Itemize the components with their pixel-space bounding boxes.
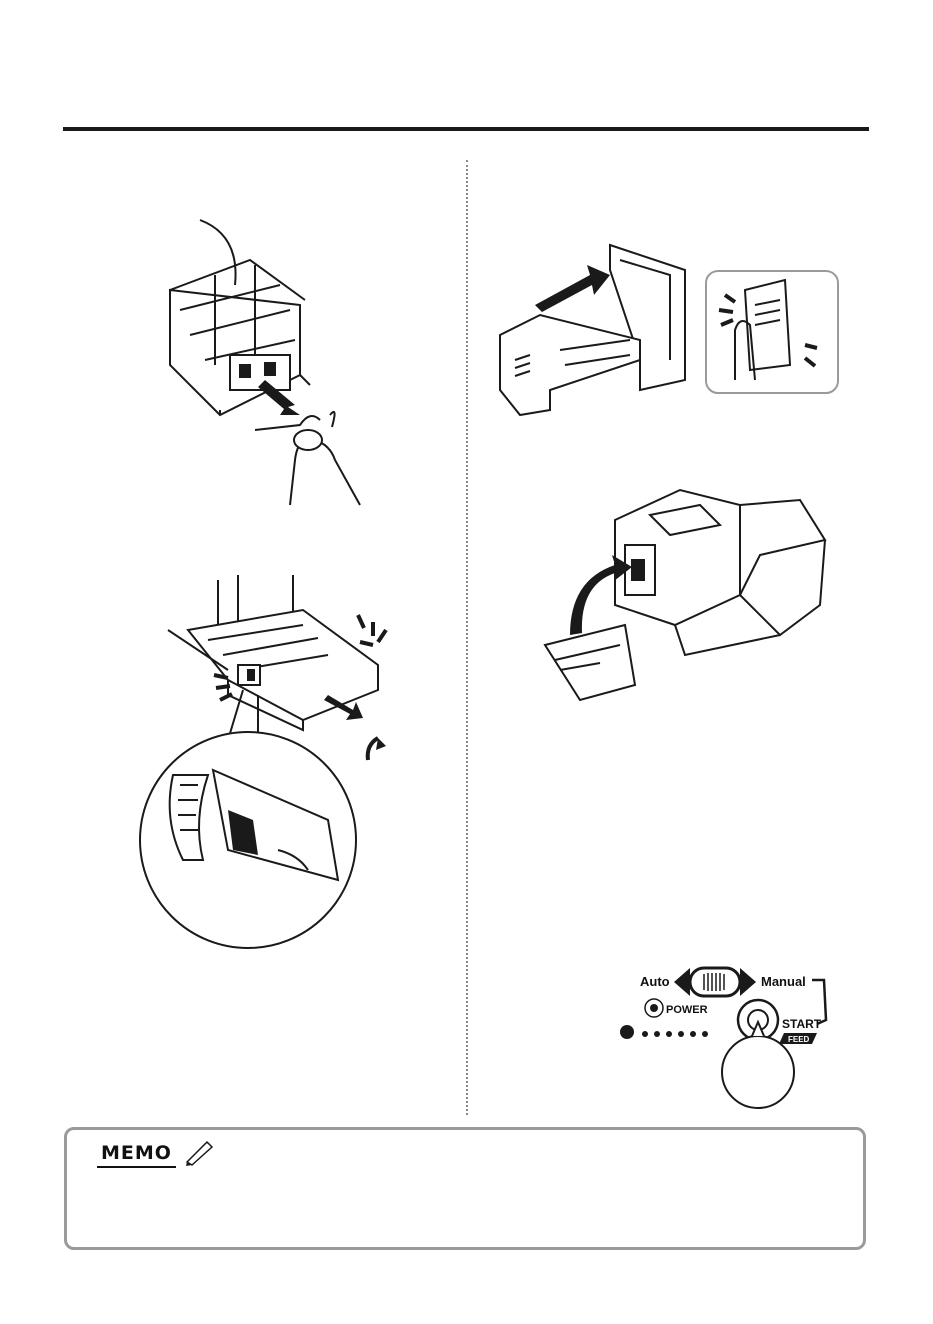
pen-icon <box>185 1140 215 1171</box>
figure-cassette-latch-zoom <box>128 570 418 950</box>
memo-box: MEMO <box>64 1127 866 1250</box>
power-label: POWER <box>666 1004 708 1016</box>
start-label: START <box>782 1017 822 1031</box>
figure-control-panel: Auto Manual POWER START FEED <box>612 960 842 1110</box>
mode-auto-label: Auto <box>640 974 670 989</box>
memo-logo: MEMO <box>97 1142 176 1168</box>
figure-inset-press-hand <box>705 270 839 396</box>
figure-insert-cassette <box>490 240 700 420</box>
mode-manual-label: Manual <box>761 974 806 989</box>
figure-close-door <box>540 485 835 715</box>
header-rule <box>63 127 869 131</box>
feed-label: FEED <box>788 1035 810 1044</box>
figure-cassette-pull-lever <box>160 215 390 515</box>
column-divider <box>466 160 468 1115</box>
